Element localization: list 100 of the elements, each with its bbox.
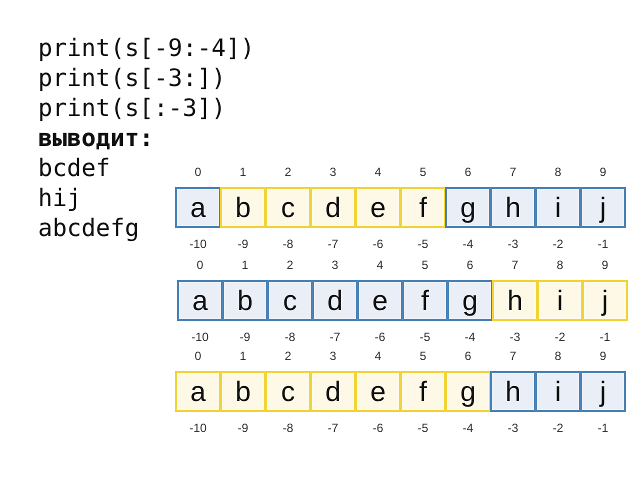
positive-index: 7 bbox=[510, 350, 516, 363]
array-cell bbox=[580, 187, 626, 228]
character: f bbox=[421, 286, 429, 314]
character: j bbox=[600, 194, 606, 222]
character: d bbox=[325, 378, 341, 406]
positive-index: 3 bbox=[332, 259, 338, 272]
character: i bbox=[554, 194, 562, 222]
positive-index: 6 bbox=[464, 166, 472, 179]
negative-index: -9 bbox=[238, 238, 248, 251]
positive-index: 0 bbox=[196, 259, 204, 272]
negative-index: -8 bbox=[282, 422, 294, 435]
positive-index: 5 bbox=[420, 166, 426, 179]
character: e bbox=[370, 194, 386, 222]
character: i bbox=[556, 286, 564, 314]
negative-index: -7 bbox=[328, 422, 338, 435]
array-cell bbox=[220, 371, 266, 412]
code-line: print(s[:-3]) bbox=[38, 94, 226, 122]
output-heading: выводит: bbox=[38, 124, 154, 152]
array-cell bbox=[535, 187, 581, 228]
character: a bbox=[192, 286, 208, 314]
character: h bbox=[505, 194, 521, 222]
character: g bbox=[462, 286, 478, 314]
character: j bbox=[600, 378, 606, 406]
character: b bbox=[235, 378, 251, 406]
array-cell bbox=[400, 187, 446, 228]
array-cell bbox=[175, 371, 221, 412]
positive-index: 9 bbox=[600, 350, 606, 363]
negative-index: -7 bbox=[330, 331, 340, 344]
array-cell bbox=[222, 280, 268, 321]
negative-index: -6 bbox=[372, 238, 384, 251]
positive-index: 9 bbox=[600, 166, 606, 179]
output-line: bcdef bbox=[38, 154, 110, 182]
negative-index: -8 bbox=[282, 238, 294, 251]
character: d bbox=[325, 194, 341, 222]
negative-index: -10 bbox=[189, 238, 207, 251]
character: e bbox=[372, 286, 388, 314]
array-cell bbox=[357, 280, 403, 321]
positive-index: 8 bbox=[556, 259, 564, 272]
character: g bbox=[460, 378, 476, 406]
negative-index: -3 bbox=[508, 422, 518, 435]
negative-index: -1 bbox=[598, 422, 608, 435]
positive-index: 4 bbox=[376, 259, 384, 272]
negative-index: -1 bbox=[600, 331, 610, 344]
array-cell bbox=[177, 280, 223, 321]
negative-index: -5 bbox=[420, 331, 430, 344]
array-cell bbox=[400, 371, 446, 412]
array-cell bbox=[490, 371, 536, 412]
array-cell bbox=[445, 187, 491, 228]
negative-index: -8 bbox=[284, 331, 296, 344]
array-cell bbox=[445, 371, 491, 412]
array-cell bbox=[580, 371, 626, 412]
code-line: print(s[-9:-4]) bbox=[38, 34, 255, 62]
positive-index: 6 bbox=[466, 259, 474, 272]
positive-index: 5 bbox=[422, 259, 428, 272]
array-cell bbox=[447, 280, 493, 321]
negative-index: -10 bbox=[189, 422, 207, 435]
character: e bbox=[370, 378, 386, 406]
array-cell bbox=[310, 371, 356, 412]
negative-index: -3 bbox=[510, 331, 520, 344]
negative-index: -6 bbox=[372, 422, 384, 435]
array-cell bbox=[267, 280, 313, 321]
array-cell bbox=[402, 280, 448, 321]
positive-index: 7 bbox=[510, 166, 516, 179]
negative-index: -2 bbox=[554, 331, 566, 344]
positive-index: 1 bbox=[240, 166, 246, 179]
array-cell bbox=[310, 187, 356, 228]
positive-index: 8 bbox=[554, 166, 562, 179]
negative-index: -2 bbox=[552, 238, 564, 251]
output-line: hij bbox=[38, 184, 82, 212]
positive-index: 5 bbox=[420, 350, 426, 363]
array-cell bbox=[492, 280, 538, 321]
array-cell bbox=[265, 371, 311, 412]
positive-index: 1 bbox=[240, 350, 246, 363]
character: d bbox=[327, 286, 343, 314]
negative-index: -4 bbox=[464, 331, 476, 344]
character: c bbox=[281, 378, 295, 406]
array-cell bbox=[175, 187, 221, 228]
array-cell bbox=[582, 280, 628, 321]
negative-index: -3 bbox=[508, 238, 518, 251]
positive-index: 3 bbox=[330, 350, 336, 363]
character: a bbox=[190, 194, 206, 222]
character: j bbox=[602, 286, 608, 314]
character: i bbox=[554, 378, 562, 406]
positive-index: 7 bbox=[512, 259, 518, 272]
positive-index: 1 bbox=[242, 259, 248, 272]
character: h bbox=[505, 378, 521, 406]
negative-index: -1 bbox=[598, 238, 608, 251]
character: c bbox=[283, 286, 297, 314]
positive-index: 8 bbox=[554, 350, 562, 363]
negative-index: -5 bbox=[418, 238, 428, 251]
character: b bbox=[237, 286, 253, 314]
code-line: print(s[-3:]) bbox=[38, 64, 226, 92]
negative-index: -5 bbox=[418, 422, 428, 435]
positive-index: 2 bbox=[286, 259, 294, 272]
negative-index: -4 bbox=[462, 238, 474, 251]
positive-index: 3 bbox=[330, 166, 336, 179]
positive-index: 4 bbox=[374, 166, 382, 179]
positive-index: 2 bbox=[284, 166, 292, 179]
positive-index: 0 bbox=[194, 350, 202, 363]
positive-index: 0 bbox=[194, 166, 202, 179]
